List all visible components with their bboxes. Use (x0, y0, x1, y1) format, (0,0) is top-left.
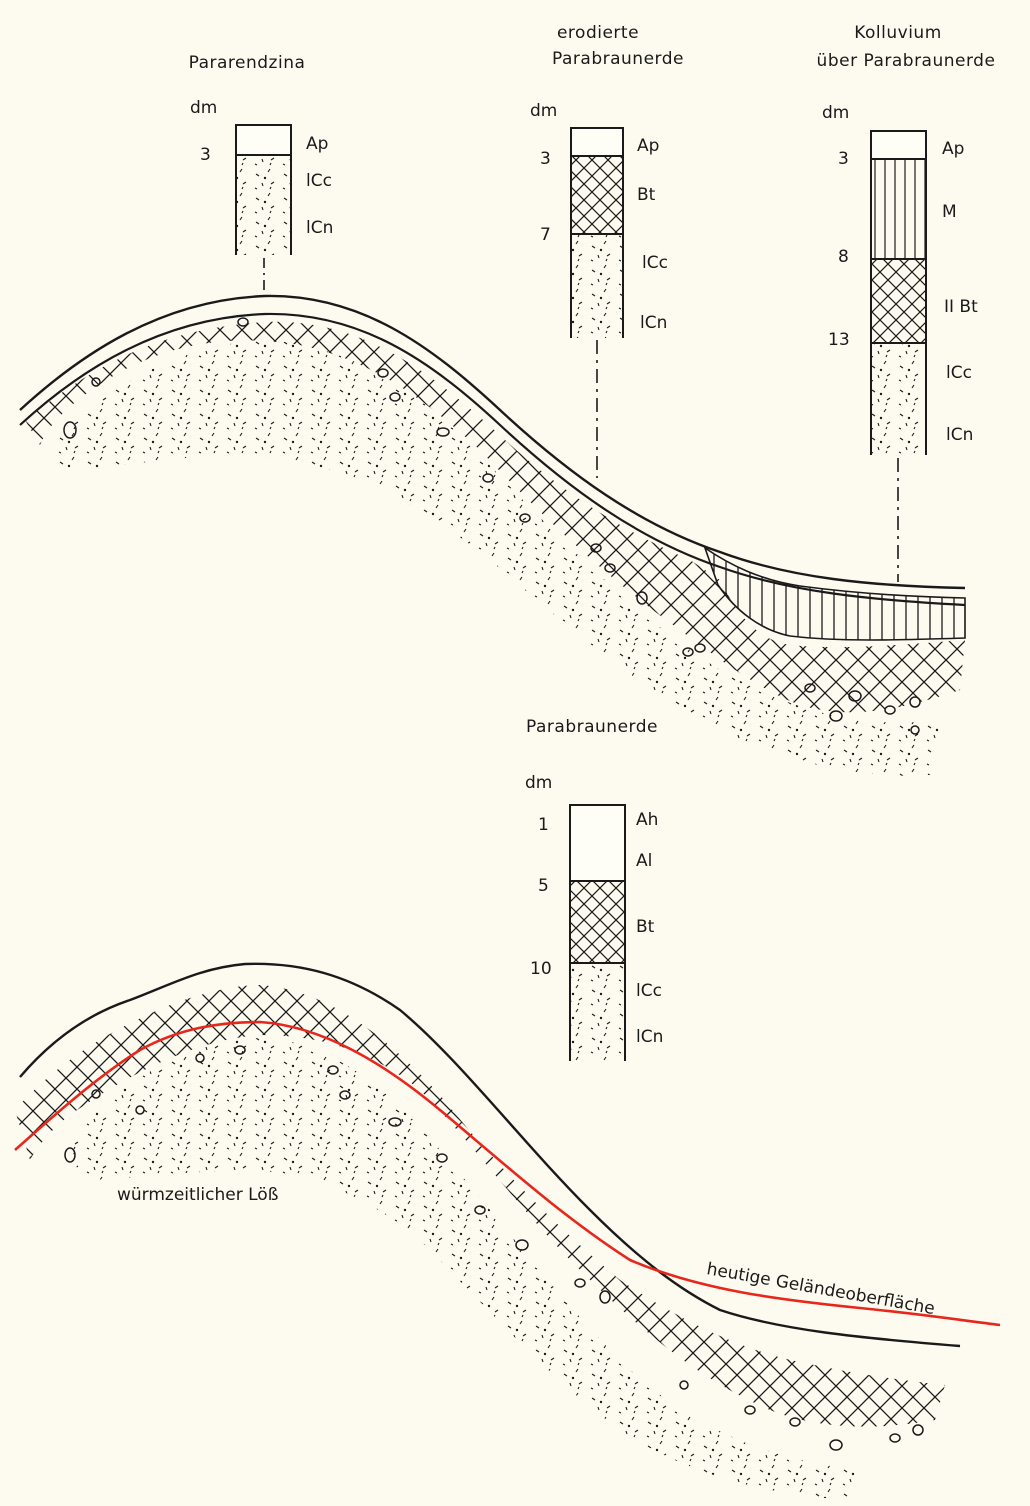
horizon-label-lcn: lCn (640, 313, 667, 333)
profile-kolluvium: Kolluvium über Parabraunerde dm 3 8 13 A… (817, 23, 996, 582)
top-cross-section (20, 296, 965, 776)
profile-title-line2: Parabraunerde (552, 49, 684, 69)
depth-unit-label: dm (530, 101, 557, 121)
depth-tick-3: 3 (838, 149, 849, 169)
horizon-label-bt: Bt (637, 185, 656, 205)
horizon-bt (570, 881, 625, 963)
horizon-label-lcc: lCc (642, 253, 668, 273)
depth-tick-13: 13 (828, 330, 850, 350)
profile-pararendzina: Pararendzina dm 3 Ap lCc lCn (189, 53, 334, 296)
loess-label: würmzeitlicher Löß (117, 1185, 278, 1205)
profile-title-line1: Kolluvium (854, 23, 942, 43)
surface-label: heutige Geländeoberfläche (705, 1259, 936, 1319)
depth-unit-label: dm (190, 98, 217, 118)
horizon-ii-bt (871, 259, 926, 343)
horizon-label-lcc: lCc (946, 363, 972, 383)
horizon-label-lcc: lCc (306, 171, 332, 191)
horizon-label-lcn: lCn (946, 425, 973, 445)
depth-tick-5: 5 (538, 876, 549, 896)
horizon-m (871, 159, 926, 259)
horizon-label-lcc: lCc (636, 981, 662, 1001)
horizon-bt (571, 156, 623, 234)
profile-title-line2: über Parabraunerde (817, 51, 996, 71)
horizon-ap (236, 125, 291, 155)
horizon-label-bt: Bt (636, 917, 655, 937)
horizon-label-ah: Ah (636, 810, 658, 830)
horizon-lcc-lcn (570, 963, 625, 1061)
profile-title: Parabraunerde (526, 717, 658, 737)
depth-tick-7: 7 (540, 225, 551, 245)
profile-erodierte-parabraunerde: erodierte Parabraunerde dm 3 7 Ap Bt lCc… (530, 23, 684, 478)
horizon-lcc-lcn (571, 234, 623, 338)
horizon-ah-al (570, 805, 625, 881)
depth-unit-label: dm (822, 103, 849, 123)
depth-unit-label: dm (525, 773, 552, 793)
horizon-ap (571, 128, 623, 156)
depth-tick-10: 10 (530, 959, 552, 979)
depth-tick-8: 8 (838, 247, 849, 267)
horizon-lcc-lcn (871, 343, 926, 455)
horizon-label-ap: Ap (306, 134, 328, 154)
horizon-label-lcn: lCn (306, 218, 333, 238)
horizon-label-ap: Ap (942, 139, 964, 159)
horizon-label-ii-bt: II Bt (944, 297, 978, 317)
profile-title-line1: erodierte (557, 23, 639, 43)
depth-tick-1: 1 (538, 815, 549, 835)
depth-tick-3: 3 (540, 149, 551, 169)
horizon-label-ap: Ap (637, 136, 659, 156)
horizon-lcc-lcn (236, 155, 291, 255)
profile-parabraunerde: Parabraunerde dm 1 5 10 Ah Al Bt lCc lCn (525, 717, 663, 1061)
depth-tick-3: 3 (200, 145, 211, 165)
horizon-label-al: Al (636, 851, 652, 871)
horizon-label-m: M (942, 202, 957, 222)
horizon-label-lcn: lCn (636, 1027, 663, 1047)
horizon-ap (871, 131, 926, 159)
profile-title: Pararendzina (189, 53, 306, 73)
bottom-cross-section: würmzeitlicher Löß heutige Geländeoberfl… (15, 964, 1000, 1500)
